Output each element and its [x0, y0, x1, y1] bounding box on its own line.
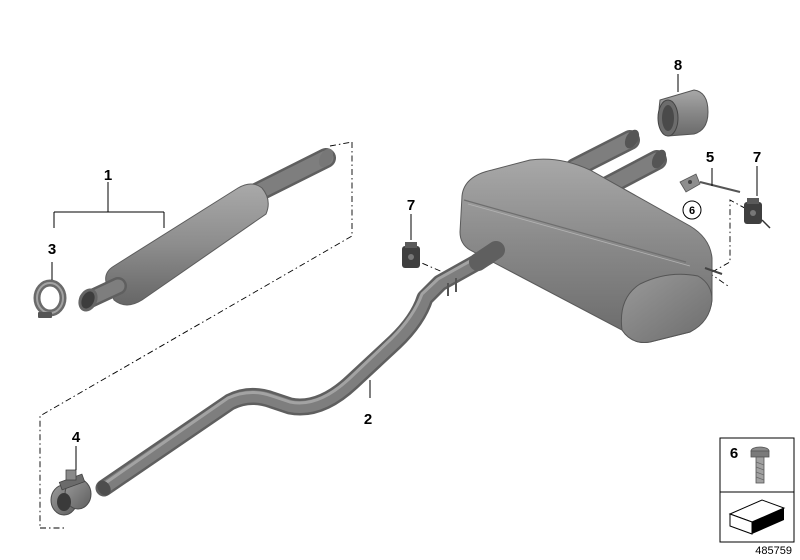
- mounting-part-icon: [728, 499, 786, 535]
- callout-2: 2: [364, 411, 372, 428]
- rubber-mount-right: [744, 198, 771, 229]
- double-clamp: [50, 469, 92, 516]
- callout-7-right: 7: [753, 149, 761, 166]
- rubber-mount-left: [402, 242, 420, 268]
- callout-1: 1: [104, 167, 112, 184]
- rear-pipe: [95, 245, 501, 497]
- bracket: [679, 173, 741, 193]
- callout-8: 8: [674, 57, 682, 74]
- callout-5: 5: [706, 149, 714, 166]
- tailpipe-trim: [657, 89, 709, 137]
- front-silencer: [78, 148, 336, 312]
- callout-6-circle: [682, 200, 702, 220]
- image-number: 485759: [755, 545, 792, 557]
- callout-7-left: 7: [407, 197, 415, 214]
- callout-6: 6: [689, 205, 695, 217]
- rear-silencer: [459, 129, 723, 343]
- leader-lines: [51, 74, 758, 470]
- callout-3: 3: [48, 241, 56, 258]
- legend-box: 6: [719, 437, 795, 543]
- callout-4: 4: [72, 429, 81, 446]
- legend-number-6: 6: [730, 445, 738, 462]
- bolt-icon: [750, 446, 770, 484]
- clamp: [33, 279, 67, 318]
